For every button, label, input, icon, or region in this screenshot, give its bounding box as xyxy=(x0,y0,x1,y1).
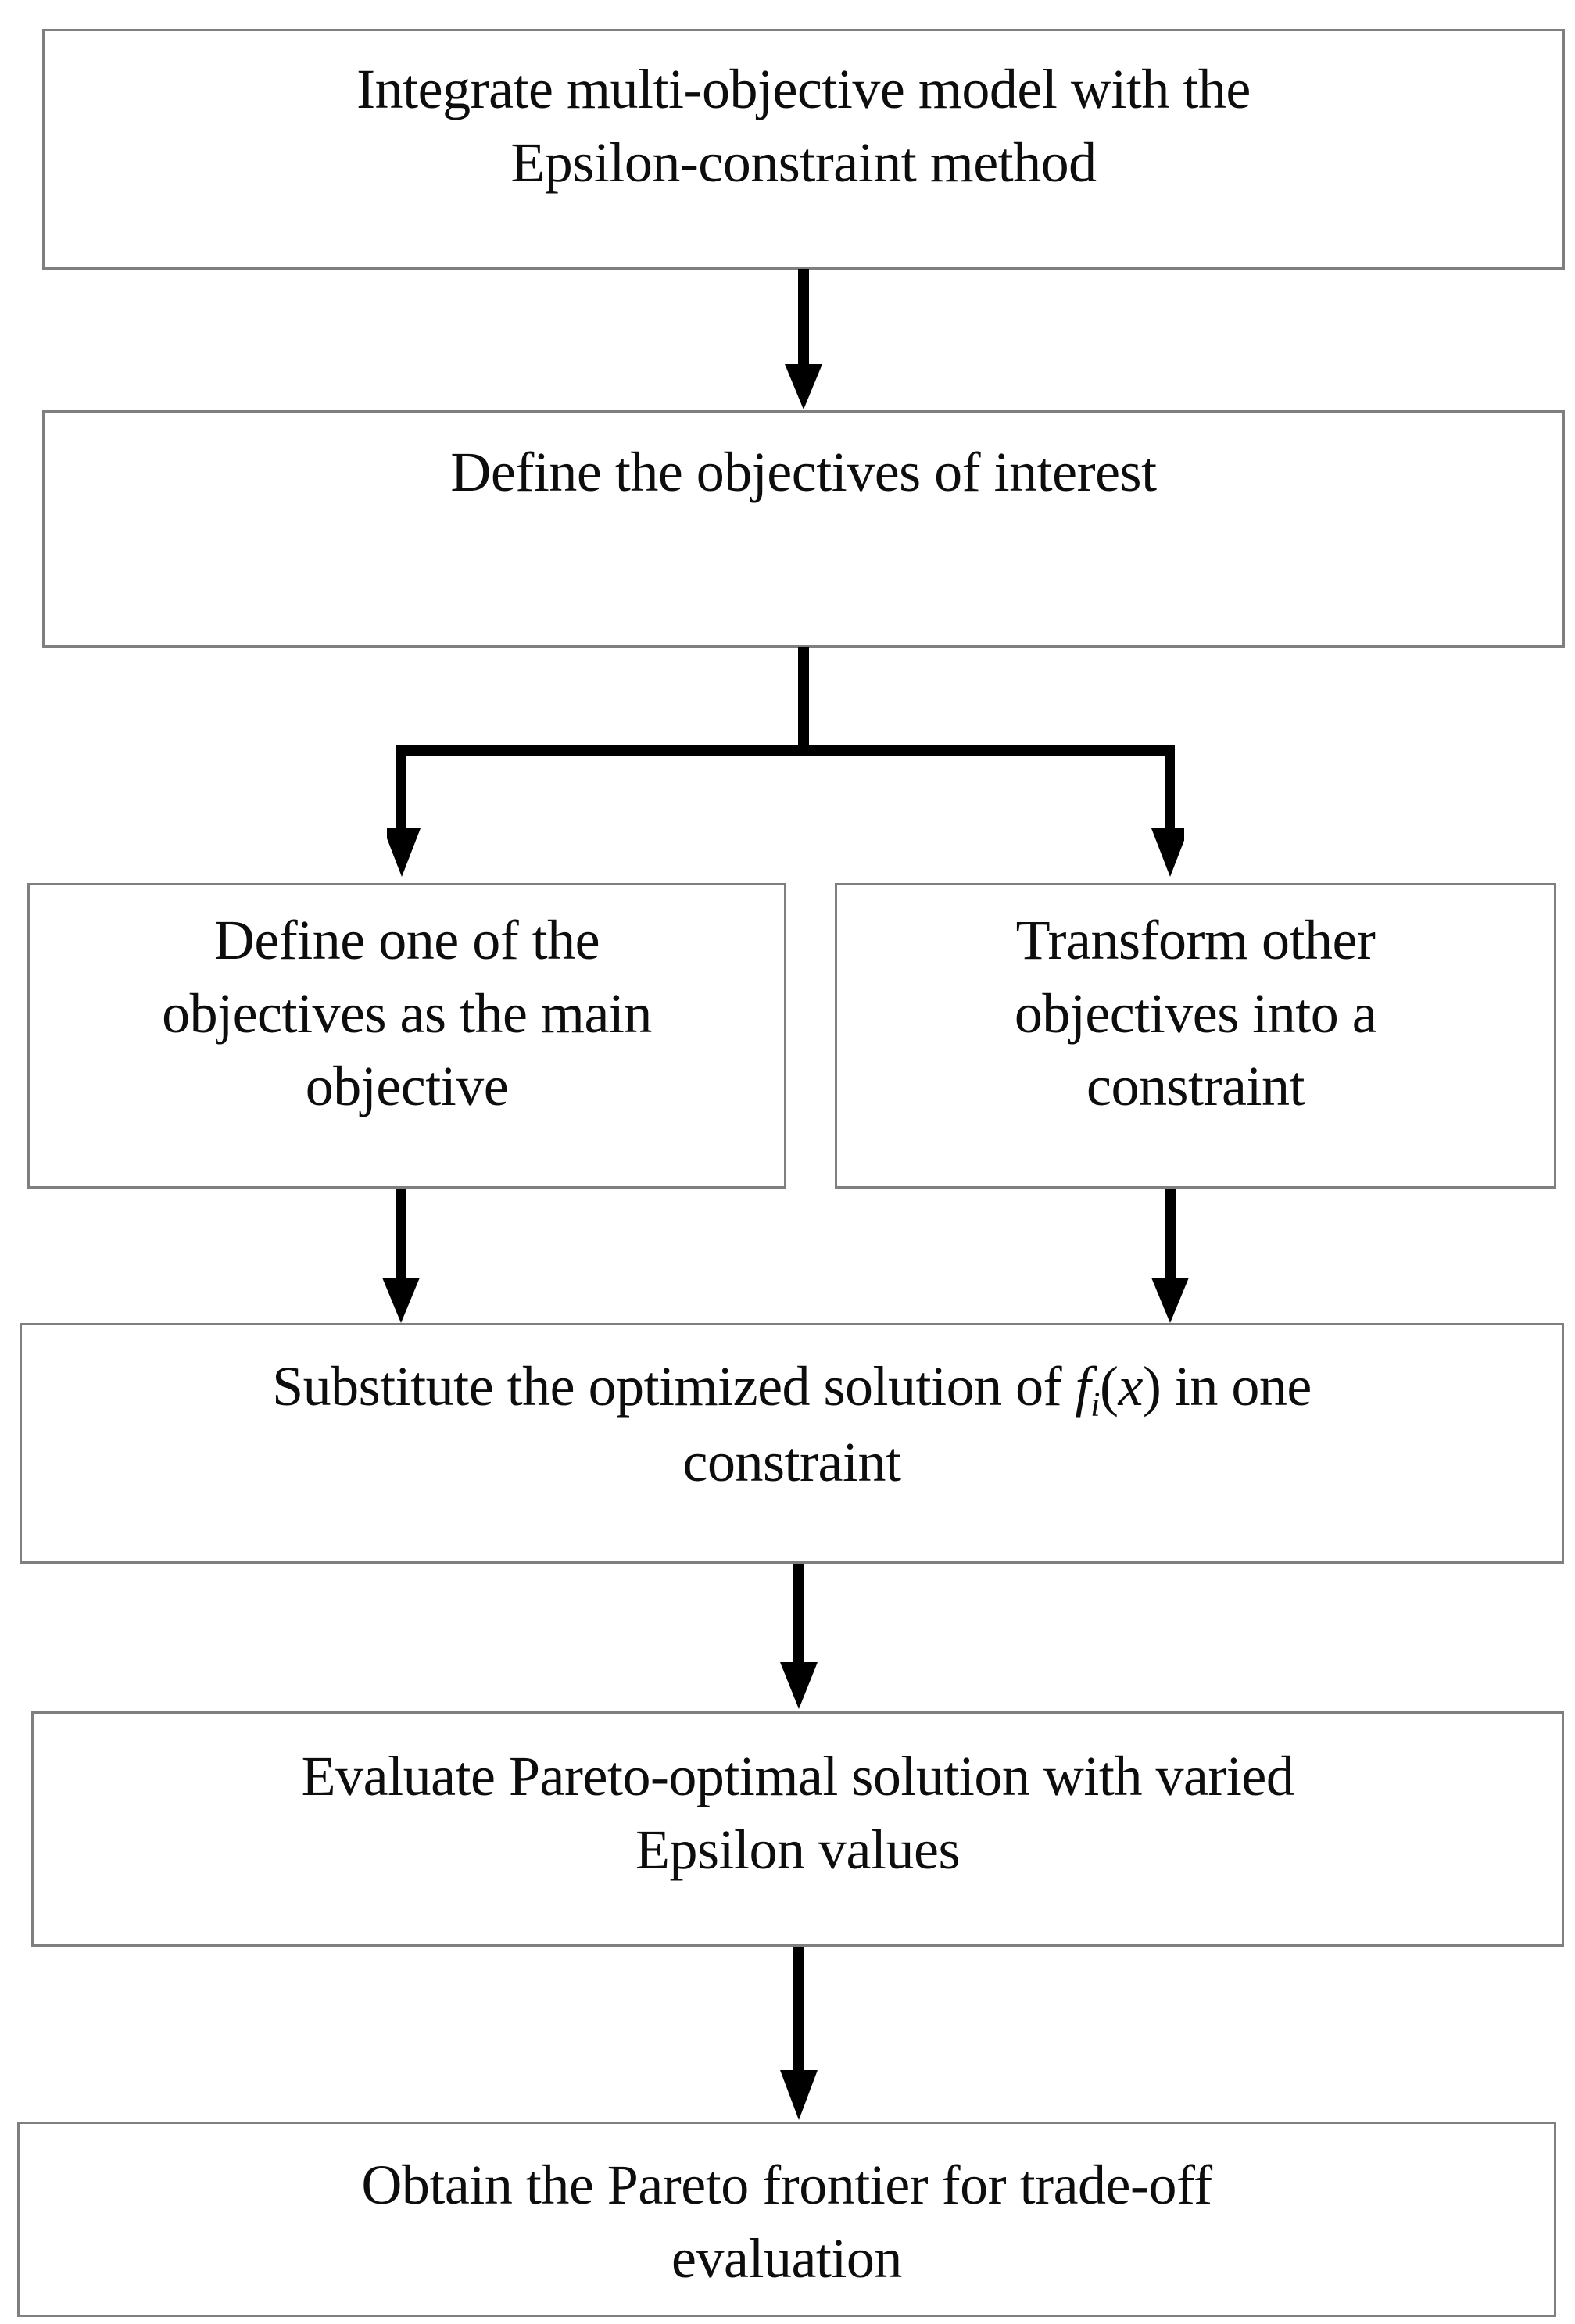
arrow-transform-to-substitute xyxy=(1138,1189,1204,1325)
node-label: Obtain the Pareto frontier for trade-off… xyxy=(361,2154,1212,2290)
node-define-main-objective[interactable]: Define one of the objectives as the main… xyxy=(27,883,786,1189)
substitute-text-after: in one constraint xyxy=(682,1355,1312,1494)
node-obtain-pareto-frontier[interactable]: Obtain the Pareto frontier for trade-off… xyxy=(17,2122,1556,2317)
node-label: Define one of the objectives as the main… xyxy=(162,909,652,1118)
arrow-integrate-to-define xyxy=(771,269,836,411)
arrow-main-objective-to-substitute xyxy=(369,1189,435,1325)
math-paren-open: ( xyxy=(1099,1355,1119,1418)
arrow-evaluate-to-obtain xyxy=(766,1947,832,2123)
math-f: f xyxy=(1075,1355,1091,1418)
node-substitute-optimized-solution[interactable]: Substitute the optimized solution of fi(… xyxy=(20,1323,1564,1564)
node-define-objectives-of-interest[interactable]: Define the objectives of interest xyxy=(42,410,1565,648)
node-label: Evaluate Pareto-optimal solution with va… xyxy=(301,1745,1294,1881)
node-integrate-multi-objective-model[interactable]: Integrate multi-objective model with the… xyxy=(42,29,1565,270)
node-label: Define the objectives of interest xyxy=(450,441,1157,503)
node-label: Transform other objectives into a constr… xyxy=(1014,909,1377,1118)
node-evaluate-pareto-optimal-solution[interactable]: Evaluate Pareto-optimal solution with va… xyxy=(31,1711,1564,1947)
math-subscript-i: i xyxy=(1090,1384,1100,1424)
arrow-substitute-to-evaluate xyxy=(766,1564,832,1712)
node-label: Integrate multi-objective model with the… xyxy=(356,58,1251,194)
node-transform-objectives-into-constraint[interactable]: Transform other objectives into a constr… xyxy=(835,883,1556,1189)
math-paren-close: ) xyxy=(1142,1355,1162,1418)
connector-split-tee xyxy=(387,647,1184,883)
node-label: Substitute the optimized solution of fi(… xyxy=(22,1325,1562,1500)
math-x: x xyxy=(1118,1355,1143,1418)
math-expression-fi-x: fi(x) xyxy=(1075,1355,1162,1423)
substitute-text-before: Substitute the optimized solution of xyxy=(272,1355,1076,1418)
